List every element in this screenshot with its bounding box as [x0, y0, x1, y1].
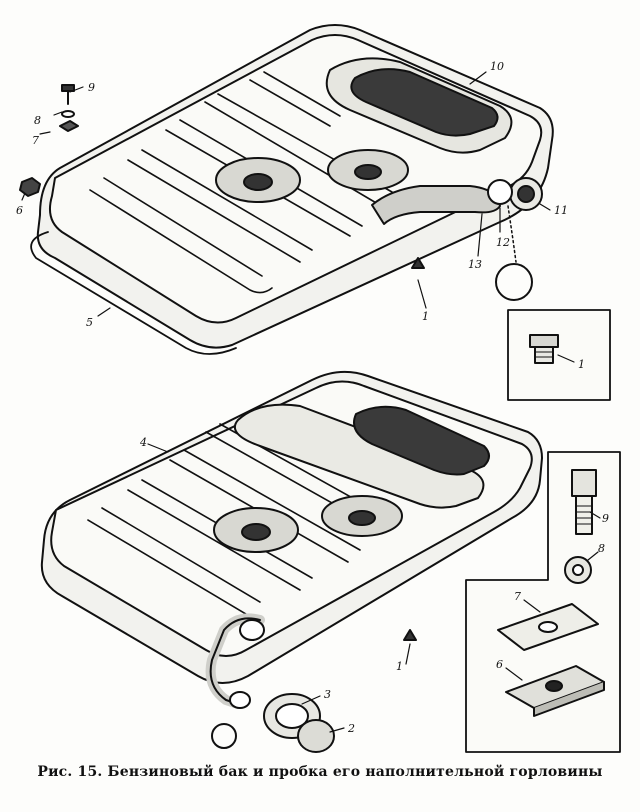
callout-lower-6: 6 [496, 658, 503, 671]
drain-plug-thread [534, 346, 554, 364]
callout-upper-11: 11 [554, 204, 568, 217]
hardware-inset [465, 451, 621, 753]
lower-panel-recess [353, 405, 490, 476]
lower-raised-panel [233, 403, 485, 509]
callout-lower-7: 7 [514, 590, 521, 603]
upper-chain-ring [495, 263, 533, 301]
drain-plug-inset [507, 309, 611, 401]
callout-lower-4: 4 [139, 436, 147, 449]
upper-plate-6 [19, 177, 41, 197]
upper-panel-recess [350, 68, 499, 137]
upper-filler-neck [371, 185, 501, 225]
callout-upper-10: 10 [490, 60, 504, 73]
callout-labels: 10 9 8 7 6 5 1 13 12 11 1 4 9 8 7 6 1 3 … [16, 60, 609, 735]
lower-filler-cap [297, 719, 335, 753]
callout-lower-3: 3 [324, 688, 331, 701]
upper-bolt-9 [61, 84, 75, 92]
upper-cap-chain [507, 205, 517, 263]
callout-upper-6: 6 [16, 204, 23, 217]
figure-caption: Рис. 15. Бензиновый бак и пробка его нап… [37, 764, 603, 780]
callout-upper-12: 12 [496, 236, 510, 249]
drain-plug-head [529, 334, 559, 348]
upper-tank-strap [30, 231, 237, 355]
callout-lower-9: 9 [602, 512, 609, 525]
callout-upper-8: 8 [34, 114, 41, 127]
upper-fuel-tank [30, 24, 554, 355]
lower-fuel-tank [40, 370, 543, 753]
callout-upper-9: 9 [88, 81, 95, 94]
hardware-bolt-9 [571, 469, 597, 497]
callout-upper-1: 1 [422, 310, 429, 323]
lower-chain-ring [211, 723, 237, 749]
callout-upper-13: 13 [468, 258, 482, 271]
upper-tank-ribs [89, 71, 393, 294]
callout-upper-5: 5 [86, 316, 93, 329]
upper-plate-7 [59, 120, 79, 132]
upper-small-parts [19, 84, 79, 197]
callout-lower-8: 8 [598, 542, 605, 555]
upper-washer-8 [61, 110, 75, 118]
callout-inset-1: 1 [578, 358, 585, 371]
callout-lower-2: 2 [347, 722, 355, 735]
callout-upper-7: 7 [32, 134, 39, 147]
lower-leader-lines [147, 443, 411, 733]
callout-lower-1: 1 [396, 660, 403, 673]
